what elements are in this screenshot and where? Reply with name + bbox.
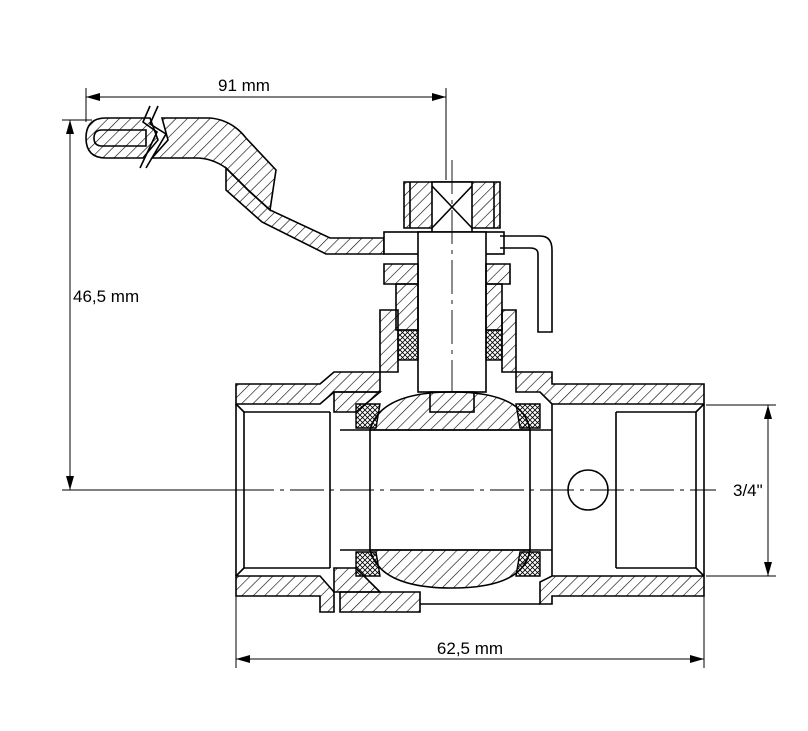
dimension-label-thread: 3/4" bbox=[733, 481, 763, 500]
dimension-body-length: 62,5 mm bbox=[235, 585, 705, 668]
dimension-label-62-5mm: 62,5 mm bbox=[437, 639, 503, 658]
valve-stem bbox=[379, 160, 517, 413]
stem-nut bbox=[403, 181, 501, 233]
valve-body bbox=[235, 371, 705, 613]
dimension-thread: 3/4" bbox=[706, 404, 776, 577]
dimension-label-46-5mm: 46,5 mm bbox=[73, 287, 139, 306]
valve-ball bbox=[339, 391, 552, 613]
dimension-label-91mm: 91 mm bbox=[218, 76, 270, 95]
dimension-handle-length: 91 mm bbox=[85, 76, 447, 180]
dimension-height: 46,5 mm bbox=[62, 119, 240, 491]
